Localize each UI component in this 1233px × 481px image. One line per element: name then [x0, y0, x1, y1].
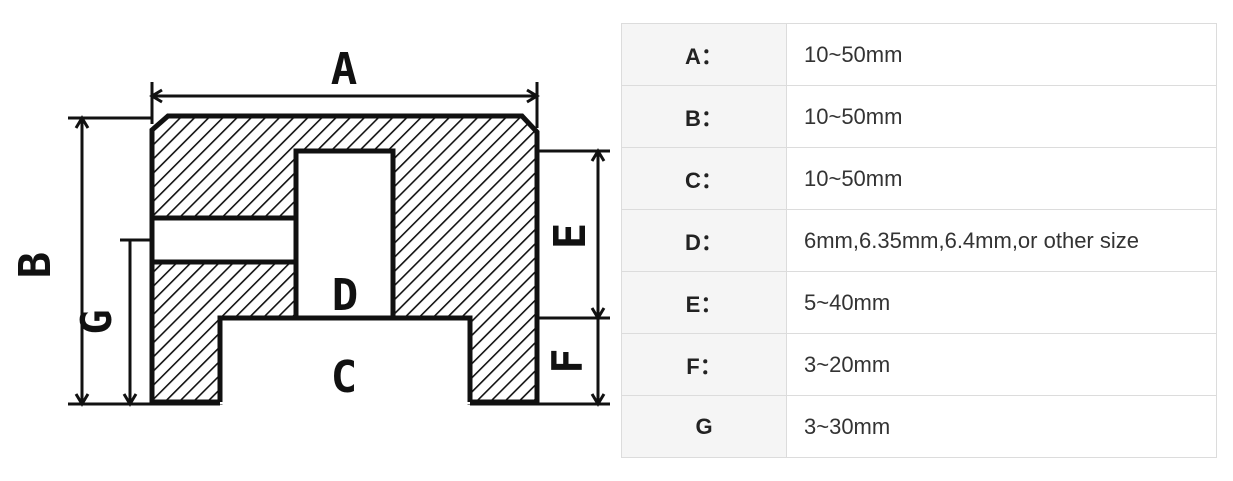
- spec-label: C：: [621, 147, 787, 210]
- spec-row-a: A： 10~50mm: [621, 23, 1217, 86]
- spec-label: G: [621, 395, 787, 458]
- spec-row-b: B： 10~50mm: [621, 85, 1217, 148]
- label-d: D: [332, 270, 359, 321]
- dimension-spec-table: A： 10~50mm B： 10~50mm C： 10~50mm D： 6mm,…: [621, 23, 1217, 458]
- spec-value: 3~30mm: [786, 395, 1217, 458]
- spec-row-c: C： 10~50mm: [621, 147, 1217, 210]
- spec-label: D：: [621, 209, 787, 272]
- label-c: C: [331, 352, 358, 403]
- spec-label: F：: [621, 333, 787, 396]
- label-f: F: [543, 348, 592, 373]
- label-b: B: [10, 252, 61, 279]
- spec-label: A：: [621, 23, 787, 86]
- bottom-cavity: [220, 318, 470, 404]
- spec-label: E：: [621, 271, 787, 334]
- label-a: A: [331, 44, 358, 95]
- label-e: E: [545, 223, 596, 250]
- knob-dimension-diagram: A B G D C E F: [10, 44, 610, 407]
- set-screw-hole: [149, 215, 299, 265]
- spec-row-f: F： 3~20mm: [621, 333, 1217, 396]
- spec-row-e: E： 5~40mm: [621, 271, 1217, 334]
- spec-value: 5~40mm: [786, 271, 1217, 334]
- spec-row-g: G 3~30mm: [621, 395, 1217, 458]
- spec-row-d: D： 6mm,6.35mm,6.4mm,or other size: [621, 209, 1217, 272]
- spec-value: 6mm,6.35mm,6.4mm,or other size: [786, 209, 1217, 272]
- spec-value: 10~50mm: [786, 147, 1217, 210]
- spec-value: 3~20mm: [786, 333, 1217, 396]
- label-g: G: [72, 309, 121, 334]
- spec-label: B：: [621, 85, 787, 148]
- spec-value: 10~50mm: [786, 85, 1217, 148]
- shaft-bore: [293, 148, 396, 321]
- spec-value: 10~50mm: [786, 23, 1217, 86]
